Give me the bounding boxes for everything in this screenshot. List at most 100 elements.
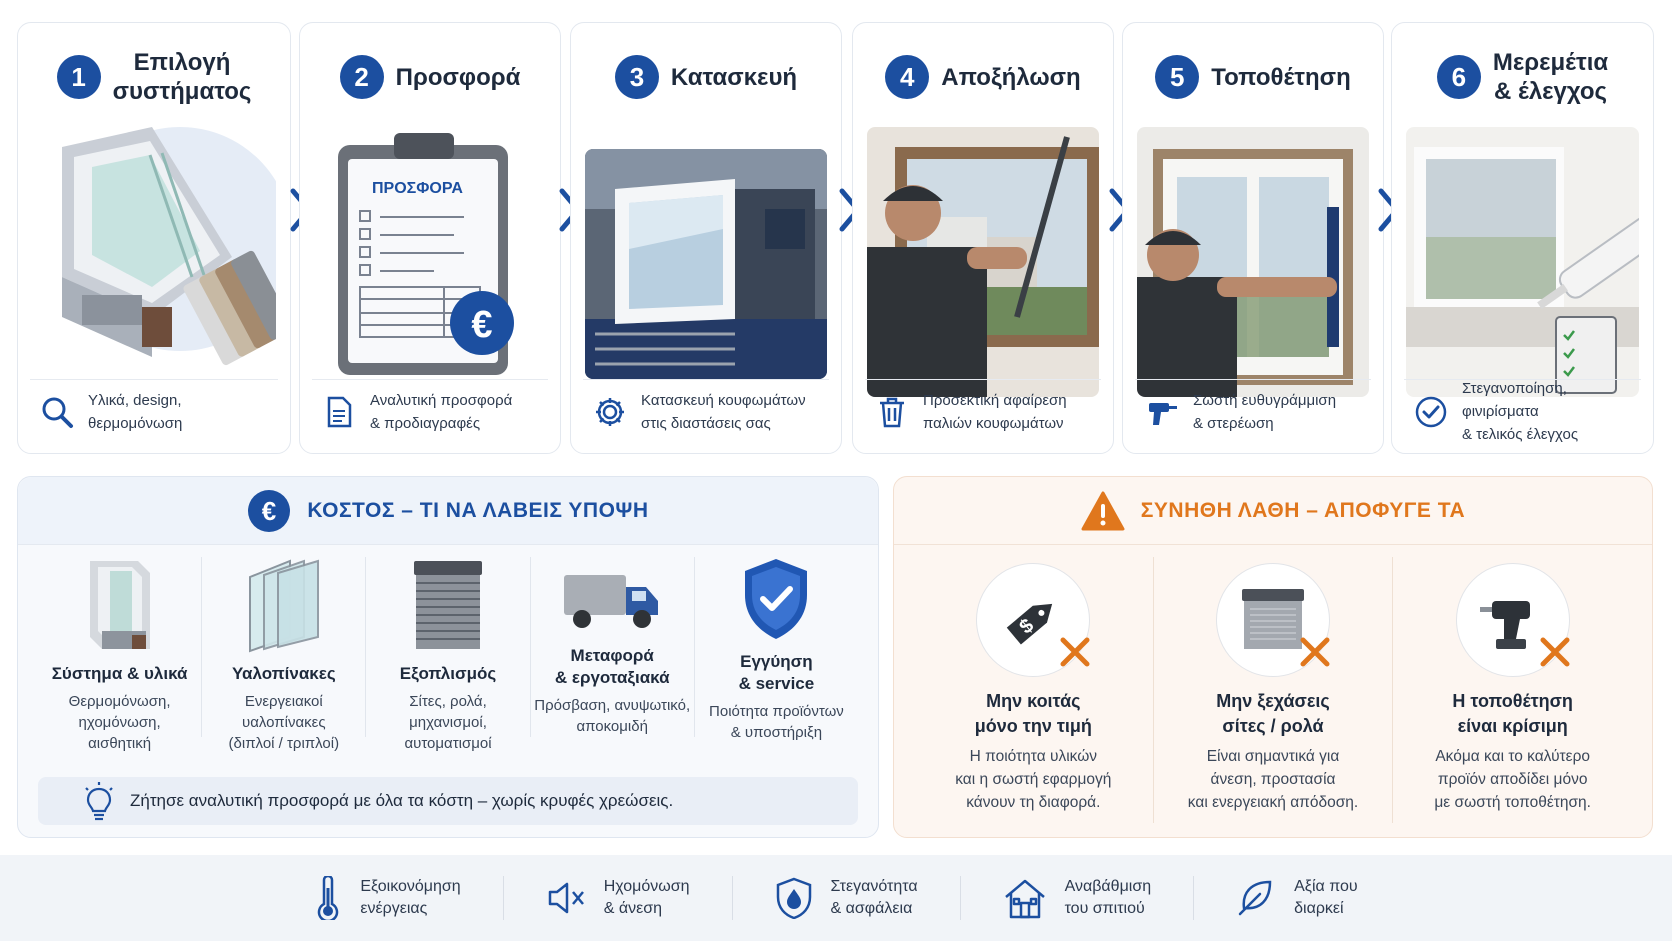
shield-drop-icon	[776, 877, 811, 919]
quote-clipboard-image: ΠΡΟΣΦΟΡΑ €	[314, 127, 546, 397]
step-footer: Υλικά, design, θερμομόνωση	[30, 379, 278, 443]
cost-item-title: Εξοπλισμός	[399, 664, 497, 683]
step-footer: Προσεκτική αφαίρεση παλιών κουφωμάτων	[865, 379, 1101, 443]
step-card-2: 2 Προσφορά ΠΡΟΣΦΟΡΑ € Αναλυτική προσφορά…	[299, 22, 561, 454]
step-footer: Κατασκευή κουφωμάτων στις διαστάσεις σας	[583, 379, 829, 443]
mistake-item: Η τοποθέτηση είναι κρίσιμη Ακόμα και το …	[1393, 557, 1632, 823]
benefit-item: Αξία που διαρκεί	[1194, 876, 1400, 920]
step-header: 6 Μερεμέτια & έλεγχος	[1392, 41, 1653, 113]
cost-item-title: Υαλοπίνακες	[231, 664, 336, 683]
truck-icon	[564, 575, 659, 628]
step-title: Προσφορά	[395, 63, 521, 91]
step-description: Σωστή ευθυγράμμιση & στερέωση	[1193, 391, 1337, 432]
cost-panel: € ΚΟΣΤΟΣ – ΤΙ ΝΑ ΛΑΒΕΙΣ ΥΠΟΨΗ Σύστημα & …	[17, 476, 879, 838]
screen-shutter-icon	[1242, 589, 1304, 649]
cost-item-title: Σύστημα & υλικά	[51, 664, 188, 683]
quote-heading: ΠΡΟΣΦΟΡΑ	[372, 180, 463, 197]
cost-item: Εγγύηση & service Ποιότητα προϊόντων & υ…	[695, 557, 858, 741]
step-number: 5	[1155, 55, 1200, 99]
mistake-title: Μην κοιτάς μόνο την τιμή	[974, 691, 1092, 736]
cost-item-desc: Θερμομόνωση, ηχομόνωση, αισθητική	[68, 693, 171, 752]
house-icon	[1004, 879, 1045, 919]
svg-text:€: €	[262, 496, 276, 526]
factory-image	[585, 149, 827, 379]
document-icon	[327, 396, 352, 427]
sealing-image	[1406, 127, 1639, 397]
step-description: Στεγανοποίηση, φινιρίσματα & τελικός έλε…	[1462, 380, 1579, 443]
step-description: Προσεκτική αφαίρεση παλιών κουφωμάτων	[923, 391, 1067, 432]
mistake-item: Μην ξεχάσεις σίτες / ρολά Είναι σημαντικ…	[1154, 557, 1394, 823]
cost-item-title: Μεταφορά & εργοταξιακά	[554, 646, 670, 687]
drill-icon	[1479, 601, 1530, 649]
leaf-icon	[1238, 880, 1272, 916]
step-number: 2	[339, 55, 384, 99]
cost-item-desc: Σίτες, ρολά, μηχανισμοί, αυτοματισμοί	[404, 693, 492, 752]
benefit-label: Στεγανότητα & ασφάλεια	[830, 878, 918, 917]
cost-item: Εξοπλισμός Σίτες, ρολά, μηχανισμοί, αυτο…	[366, 557, 531, 752]
cost-item-desc: Ενεργειακοί υαλοπίνακες (διπλοί / τριπλο…	[228, 693, 340, 752]
cost-tip: Ζήτησε αναλυτική προσφορά με όλα τα κόστ…	[38, 777, 858, 825]
benefit-label: Ηχομόνωση & άνεση	[603, 878, 690, 917]
trash-icon	[880, 397, 904, 427]
step-number: 1	[56, 55, 101, 99]
cost-panel-header: € ΚΟΣΤΟΣ – ΤΙ ΝΑ ΛΑΒΕΙΣ ΥΠΟΨΗ	[18, 477, 878, 545]
installation-image	[1137, 127, 1369, 397]
step-header: 3 Κατασκευή	[571, 41, 841, 113]
step-title: Επιλογή συστήματος	[112, 49, 252, 105]
cost-item-desc: Πρόσβαση, ανυψωτικό, αποκομιδή	[534, 697, 691, 735]
mistake-desc: Είναι σημαντικά για άνεση, προστασία και…	[1187, 748, 1359, 811]
mistake-title: Μην ξεχάσεις σίτες / ρολά	[1216, 691, 1330, 736]
x-mark-icon	[1060, 637, 1090, 667]
step-number: 3	[614, 55, 659, 99]
step-header: 2 Προσφορά	[300, 41, 560, 113]
benefit-item: Εξοικονόμηση ενέργειας	[272, 876, 504, 920]
gear-icon	[596, 397, 624, 426]
step-footer: Σωστή ευθυγράμμιση & στερέωση	[1135, 379, 1371, 443]
demolition-image	[867, 127, 1099, 397]
check-circle-icon	[1415, 396, 1447, 427]
step-number: 6	[1436, 55, 1481, 99]
search-icon	[42, 397, 73, 428]
mistake-items: $ Μην κοιτάς μόνο την τιμή Η ποιότητα υλ…	[914, 557, 1632, 823]
step-header: 4 Αποξήλωση	[853, 41, 1113, 113]
cost-item: Υαλοπίνακες Ενεργειακοί υαλοπίνακες (διπ…	[202, 557, 367, 752]
step-card-5: 5 Τοποθέτηση Σωστή ευθυγράμμιση & στερέω…	[1122, 22, 1384, 454]
glass-panes-icon	[248, 559, 319, 653]
speaker-mute-icon	[548, 882, 584, 914]
cost-panel-title: ΚΟΣΤΟΣ – ΤΙ ΝΑ ΛΑΒΕΙΣ ΥΠΟΨΗ	[307, 498, 649, 522]
mistake-desc: Ακόμα και το καλύτερο προϊόν αποδίδει μό…	[1434, 748, 1591, 811]
step-title: Μερεμέτια & έλεγχος	[1492, 49, 1609, 105]
step-card-1: 1 Επιλογή συστήματος Υλικά, design, θερμ…	[17, 22, 291, 454]
window-profile-icon	[89, 561, 150, 649]
step-title: Κατασκευή	[670, 63, 798, 91]
cost-items: Σύστημα & υλικά Θερμομόνωση, ηχομόνωση, …	[38, 557, 858, 752]
benefits-bar: Εξοικονόμηση ενέργειας Ηχομόνωση & άνεση…	[0, 855, 1672, 941]
svg-text:€: €	[471, 304, 492, 346]
step-header: 1 Επιλογή συστήματος	[18, 41, 290, 113]
mistakes-panel-header: ΣΥΝΗΘΗ ΛΑΘΗ – ΑΠΟΦΥΓΕ ΤΑ	[894, 477, 1652, 545]
step-card-4: 4 Αποξήλωση Προσεκτική αφαίρεση παλιών κ…	[852, 22, 1114, 454]
euro-icon: €	[248, 489, 291, 532]
step-title: Αποξήλωση	[941, 63, 1081, 91]
benefit-item: Ηχομόνωση & άνεση	[504, 876, 733, 920]
step-footer: Αναλυτική προσφορά & προδιαγραφές	[312, 379, 548, 443]
roller-shutter-icon	[414, 561, 482, 649]
mistakes-panel: ΣΥΝΗΘΗ ΛΑΘΗ – ΑΠΟΦΥΓΕ ΤΑ $ Μην κοιτάς μό…	[893, 476, 1653, 838]
step-footer: Στεγανοποίηση, φινιρίσματα & τελικός έλε…	[1404, 379, 1641, 443]
price-tag-icon: $	[1007, 603, 1053, 645]
thermometer-icon	[318, 876, 339, 920]
cost-tip-text: Ζήτησε αναλυτική προσφορά με όλα τα κόστ…	[130, 791, 674, 810]
window-profile-image	[32, 127, 276, 397]
cost-item: Σύστημα & υλικά Θερμομόνωση, ηχομόνωση, …	[38, 557, 203, 752]
step-description: Αναλυτική προσφορά & προδιαγραφές	[370, 391, 513, 432]
lightbulb-icon	[85, 782, 113, 821]
shield-check-icon	[745, 559, 808, 639]
mistake-desc: Η ποιότητα υλικών και η σωστή εφαρμογή κ…	[955, 748, 1112, 811]
step-description: Κατασκευή κουφωμάτων στις διαστάσεις σας	[641, 391, 806, 432]
drill-icon	[1149, 402, 1177, 425]
step-title: Τοποθέτηση	[1211, 63, 1351, 91]
mistake-title: Η τοποθέτηση είναι κρίσιμη	[1452, 691, 1573, 736]
benefit-label: Αξία που διαρκεί	[1294, 878, 1358, 917]
warning-icon	[1081, 491, 1125, 530]
x-mark-icon	[1540, 637, 1570, 667]
